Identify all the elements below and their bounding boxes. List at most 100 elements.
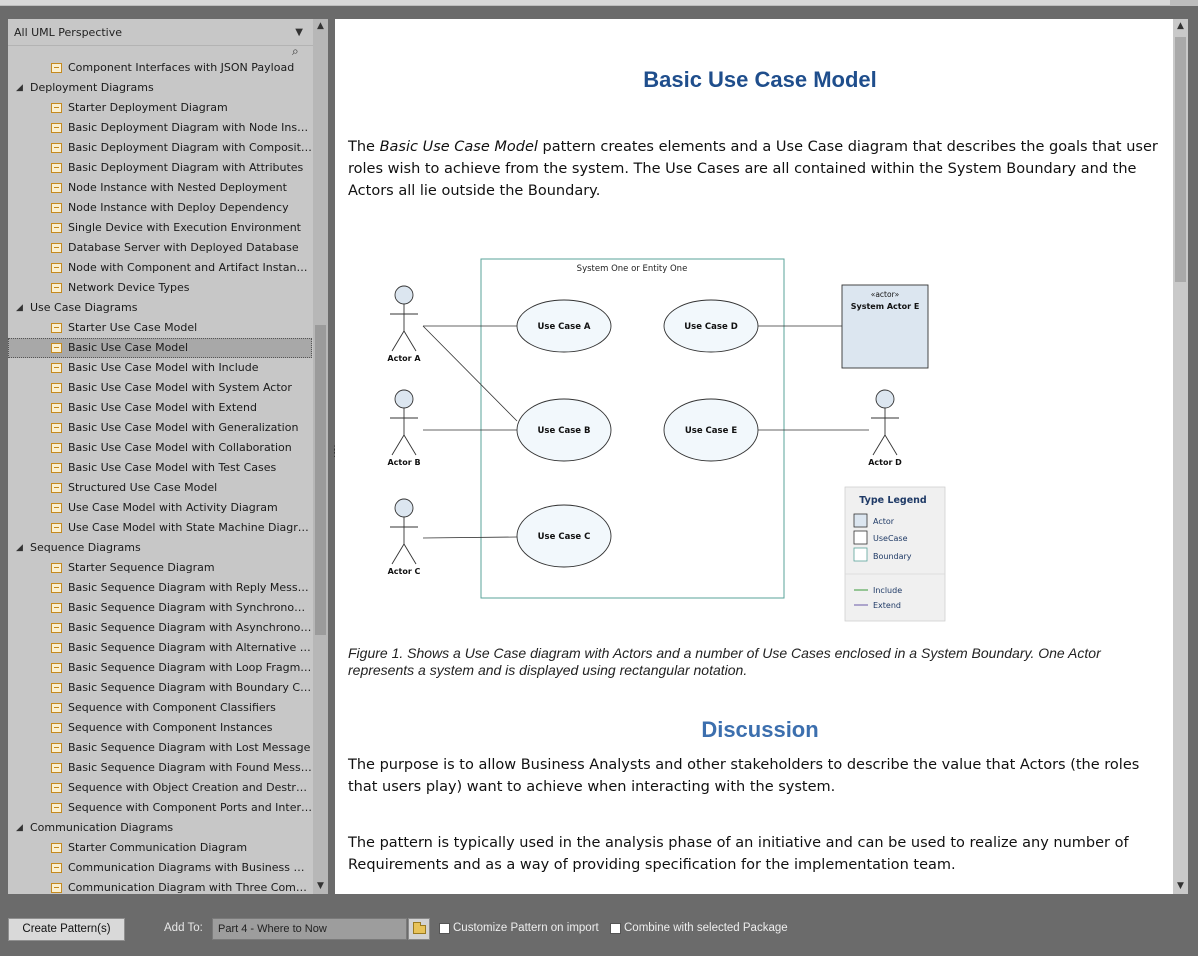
tree-category[interactable]: ◢Communication Diagrams [8, 818, 312, 838]
tree-item[interactable]: Basic Sequence Diagram with Reply Messag… [8, 578, 312, 598]
use-case-c[interactable]: Use Case C [516, 504, 612, 568]
tree-label: Use Case Model with State Machine Diagra… [68, 521, 312, 534]
tree-item[interactable]: Basic Sequence Diagram with Boundary Co.… [8, 678, 312, 698]
tree-item[interactable]: Basic Sequence Diagram with Alternative … [8, 638, 312, 658]
tree-item[interactable]: Use Case Model with Activity Diagram [8, 498, 312, 518]
tree-category[interactable]: ◢Use Case Diagrams [8, 298, 312, 318]
tree-category[interactable]: ◢Sequence Diagrams [8, 538, 312, 558]
tree-label: Deployment Diagrams [30, 81, 154, 94]
scroll-thumb[interactable] [315, 325, 326, 635]
tree-item[interactable]: Database Server with Deployed Database [8, 238, 312, 258]
tree-item[interactable]: Node Instance with Nested Deployment [8, 178, 312, 198]
use-case-e[interactable]: Use Case E [663, 398, 759, 462]
tree-item[interactable]: Basic Sequence Diagram with Lost Message [8, 738, 312, 758]
tree-item[interactable]: Basic Deployment Diagram with Attributes [8, 158, 312, 178]
tree-item[interactable]: Starter Use Case Model [8, 318, 312, 338]
pattern-icon [51, 743, 62, 753]
pattern-icon [51, 503, 62, 513]
tree-item[interactable]: Sequence with Component Ports and Interf… [8, 798, 312, 818]
tree-item[interactable]: Basic Use Case Model with Collaboration [8, 438, 312, 458]
tree-item[interactable]: Basic Sequence Diagram with Loop Fragmen… [8, 658, 312, 678]
tree-scrollbar[interactable]: ▲ ▼ [313, 19, 328, 894]
intro-paragraph: The Basic Use Case Model pattern creates… [348, 136, 1158, 202]
expand-toggle-icon[interactable]: ◢ [16, 83, 23, 93]
tree-item[interactable]: Sequence with Object Creation and Destru… [8, 778, 312, 798]
tree-item[interactable]: Sequence with Component Classifiers [8, 698, 312, 718]
actor-a[interactable]: Actor A [387, 285, 421, 363]
tree-item[interactable]: Basic Use Case Model with Extend [8, 398, 312, 418]
use-case-b[interactable]: Use Case B [516, 398, 612, 462]
tree-item[interactable]: Basic Use Case Model [8, 338, 312, 358]
tree-item[interactable]: Basic Sequence Diagram with Synchronous … [8, 598, 312, 618]
legend-swatch-boundary [853, 547, 868, 562]
tree-label: Starter Deployment Diagram [68, 101, 228, 114]
actor-d[interactable]: Actor D [868, 389, 902, 467]
dropdown-arrow-icon[interactable]: ▼ [295, 27, 303, 38]
scroll-down-icon[interactable]: ▼ [1177, 881, 1184, 891]
active-tab-strip[interactable] [0, 0, 1170, 5]
tree-item[interactable]: Single Device with Execution Environment [8, 218, 312, 238]
intro-emphasis: Basic Use Case Model [379, 139, 538, 155]
browse-package-button[interactable] [408, 918, 430, 940]
expand-toggle-icon[interactable]: ◢ [16, 303, 23, 313]
tree-item[interactable]: Basic Sequence Diagram with Found Messa.… [8, 758, 312, 778]
intro-text-start: The [348, 139, 380, 155]
tree-item[interactable]: Component Interfaces with JSON Payload [8, 58, 312, 78]
tree-item[interactable]: Basic Sequence Diagram with Asynchronous… [8, 618, 312, 638]
add-to-field[interactable]: Part 4 - Where to Now [212, 918, 407, 940]
tree-label: Single Device with Execution Environment [68, 221, 301, 234]
pattern-icon [51, 643, 62, 653]
doc-scrollbar[interactable]: ▲ ▼ [1173, 19, 1188, 894]
perspective-dropdown[interactable]: All UML Perspective ▼ [8, 19, 313, 46]
tree-item[interactable]: Communication Diagram with Three Compon.… [8, 878, 312, 894]
customize-pattern-checkbox[interactable] [439, 923, 450, 934]
tree-item[interactable]: Node with Component and Artifact Instanc… [8, 258, 312, 278]
association-line [422, 325, 518, 422]
tree-item[interactable]: Starter Communication Diagram [8, 838, 312, 858]
tree-item[interactable]: Basic Use Case Model with Include [8, 358, 312, 378]
tree-item[interactable]: Starter Sequence Diagram [8, 558, 312, 578]
tree-item[interactable]: Basic Deployment Diagram with Compositio… [8, 138, 312, 158]
discussion-paragraph-2: The pattern is typically used in the ana… [348, 835, 1129, 873]
pattern-tree-panel: All UML Perspective ▼ ⌕ Component Interf… [8, 19, 328, 894]
scroll-up-icon[interactable]: ▲ [317, 21, 324, 31]
scroll-up-icon[interactable]: ▲ [1177, 21, 1184, 31]
tree-item[interactable]: Node Instance with Deploy Dependency [8, 198, 312, 218]
panel-splitter-handle[interactable]: ⋮⋮ [330, 446, 339, 459]
expand-toggle-icon[interactable]: ◢ [16, 823, 23, 833]
tree-label: Starter Use Case Model [68, 321, 198, 334]
tree-item[interactable]: Starter Deployment Diagram [8, 98, 312, 118]
tree-category[interactable]: ◢ Deployment Diagrams [8, 78, 312, 98]
combine-package-checkbox[interactable] [610, 923, 621, 934]
use-case-label: Use Case C [538, 532, 591, 542]
expand-toggle-icon[interactable]: ◢ [16, 543, 23, 553]
tree-item[interactable]: Basic Use Case Model with Generalization [8, 418, 312, 438]
pattern-icon [51, 343, 62, 353]
tree-item[interactable]: Basic Deployment Diagram with Node Insta… [8, 118, 312, 138]
actor-b[interactable]: Actor B [387, 389, 421, 467]
tree-item[interactable]: Structured Use Case Model [8, 478, 312, 498]
use-case-d[interactable]: Use Case D [663, 299, 759, 353]
search-icon[interactable]: ⌕ [292, 44, 299, 58]
pattern-icon [51, 683, 62, 693]
tree-item[interactable]: Communication Diagrams with Business Obj… [8, 858, 312, 878]
actor-stereotype: «actor» [871, 290, 900, 299]
scroll-down-icon[interactable]: ▼ [317, 881, 324, 891]
tree-label: Sequence with Component Ports and Interf… [68, 801, 312, 814]
tree-item[interactable]: Sequence with Component Instances [8, 718, 312, 738]
tree-label: Basic Use Case Model with Test Cases [68, 461, 277, 474]
tree-item[interactable]: Basic Use Case Model with System Actor [8, 378, 312, 398]
system-actor-e[interactable]: «actor» System Actor E [841, 284, 929, 369]
actor-c[interactable]: Actor C [388, 498, 421, 576]
tree-item[interactable]: Network Device Types [8, 278, 312, 298]
scroll-thumb[interactable] [1175, 37, 1186, 282]
pattern-icon [51, 483, 62, 493]
create-patterns-button[interactable]: Create Pattern(s) [8, 918, 125, 941]
tree-label: Basic Use Case Model with Include [68, 361, 259, 374]
tree-label: Use Case Model with Activity Diagram [68, 501, 278, 514]
tree-item[interactable]: Use Case Model with State Machine Diagra… [8, 518, 312, 538]
use-case-a[interactable]: Use Case A [516, 299, 612, 353]
tree-item[interactable]: Basic Use Case Model with Test Cases [8, 458, 312, 478]
top-strip [0, 0, 1198, 6]
legend-line-label: Include [873, 586, 902, 595]
